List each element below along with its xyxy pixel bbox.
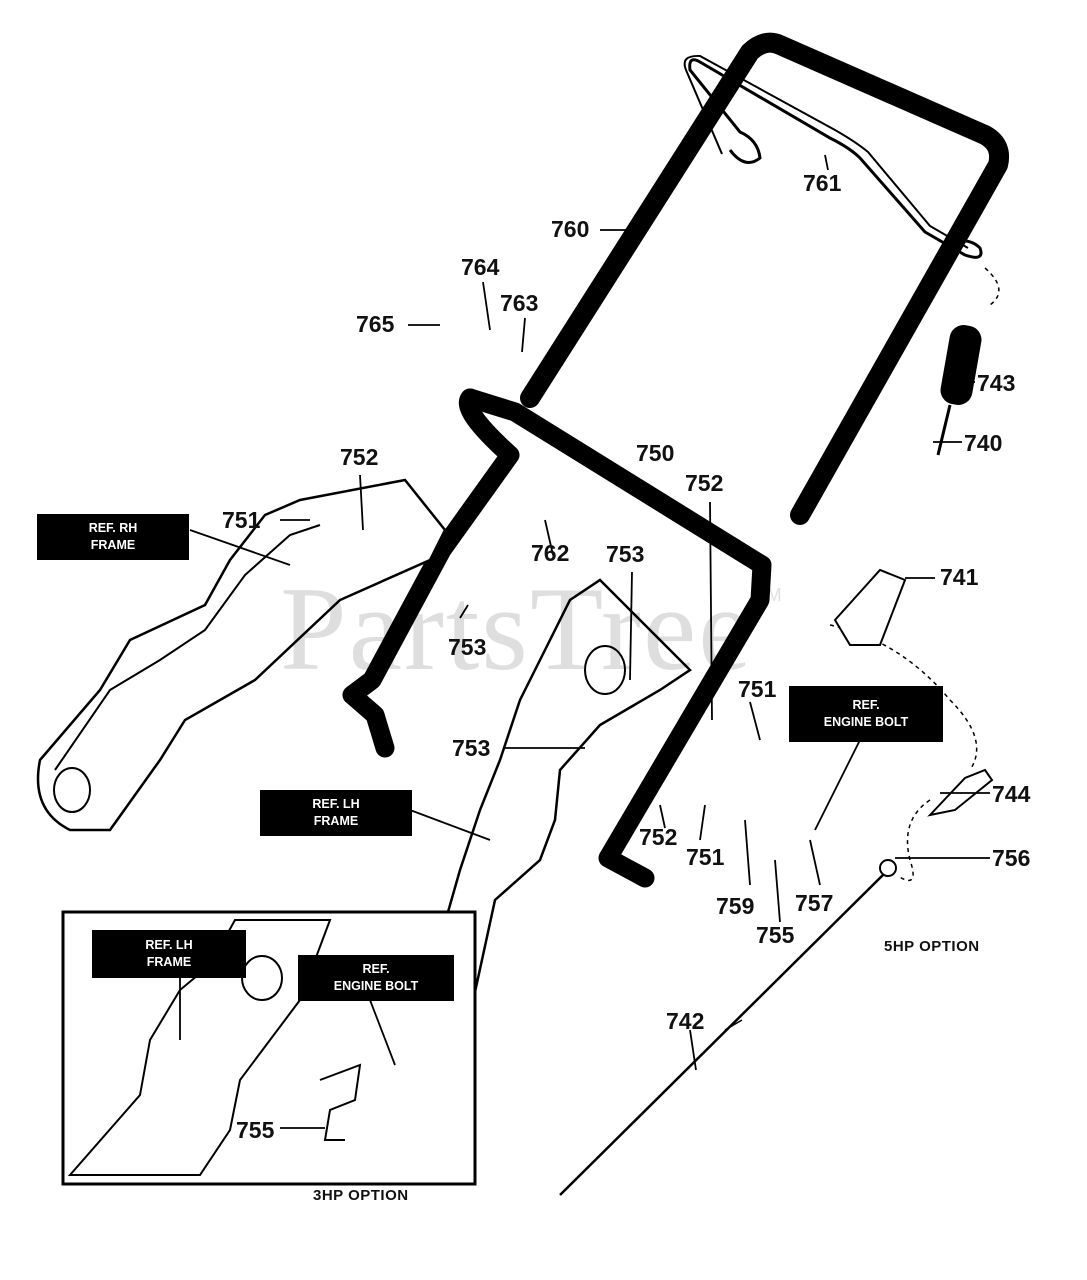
cable-grip xyxy=(936,325,982,456)
ref-engine-bolt-tag: REF.ENGINE BOLT xyxy=(789,686,943,742)
callout-756: 756 xyxy=(992,845,1031,871)
callout-763: 763 xyxy=(500,290,539,316)
callout-757: 757 xyxy=(795,890,834,916)
callout-752-c: 752 xyxy=(639,824,678,850)
callout-744: 744 xyxy=(992,781,1031,807)
5hp-option-caption: 5HP OPTION xyxy=(884,938,980,955)
callout-753-c: 753 xyxy=(452,735,491,761)
callout-753-b: 753 xyxy=(448,634,487,660)
partstree-watermark: PartsTreeTM xyxy=(280,562,784,695)
callout-743: 743 xyxy=(977,370,1016,396)
callout-750: 750 xyxy=(636,440,675,466)
leader-lines xyxy=(189,154,990,1071)
callout-755-a: 755 xyxy=(756,922,795,948)
callout-740: 740 xyxy=(964,430,1003,456)
callout-760: 760 xyxy=(551,216,590,242)
cable-bracket xyxy=(833,568,907,646)
callout-741: 741 xyxy=(940,564,979,590)
inset-ref-engine-bolt-tag: REF.ENGINE BOLT xyxy=(298,955,454,1001)
callout-761: 761 xyxy=(803,170,842,196)
callout-751-a: 751 xyxy=(222,507,261,533)
upper-handle xyxy=(520,32,1010,525)
spring-assembly xyxy=(829,267,1000,882)
callout-764: 764 xyxy=(461,254,500,280)
callout-751-c: 751 xyxy=(686,844,725,870)
control-cable xyxy=(559,859,897,1196)
lh-frame xyxy=(438,578,692,1020)
callout-759: 759 xyxy=(716,893,755,919)
control-bail xyxy=(683,54,983,259)
rh-frame xyxy=(36,478,447,832)
callout-762: 762 xyxy=(531,540,570,566)
callout-742: 742 xyxy=(666,1008,705,1034)
lower-handle xyxy=(342,388,772,888)
3hp-option-caption: 3HP OPTION xyxy=(313,1187,409,1204)
callout-752-a: 752 xyxy=(340,444,379,470)
callout-753-a: 753 xyxy=(606,541,645,567)
callout-755-b: 755 xyxy=(236,1117,275,1143)
callout-765: 765 xyxy=(356,311,395,337)
callout-751-b: 751 xyxy=(738,676,777,702)
callout-752-b: 752 xyxy=(685,470,724,496)
